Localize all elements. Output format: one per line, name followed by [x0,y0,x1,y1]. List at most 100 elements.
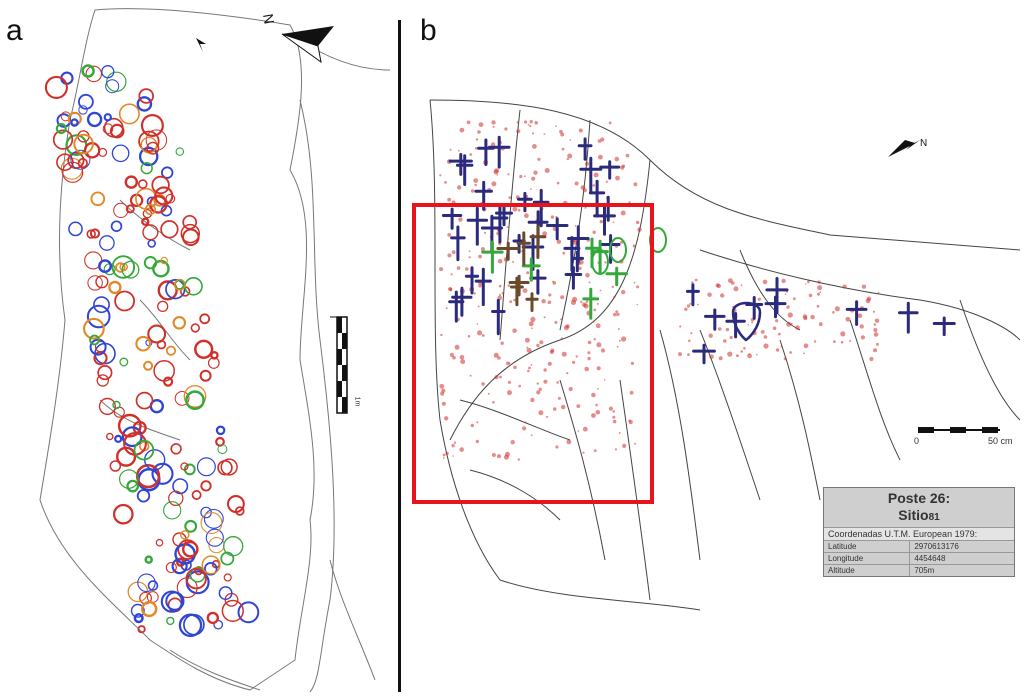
pigment-dot [539,340,544,345]
survey-ring-mark [191,490,202,500]
survey-ring-mark [199,313,211,325]
survey-ring-mark [168,490,184,506]
pigment-dot [513,298,516,302]
pigment-dot [617,328,620,330]
cross-figure-mark [448,290,465,323]
pigment-dot [613,295,616,299]
cross-figure-mark [605,266,628,287]
pigment-dot [566,439,572,445]
pigment-dot [566,372,569,375]
pigment-dot [757,297,761,301]
highlight-frame [412,203,654,504]
survey-ring-mark [137,625,146,634]
survey-ring-mark [190,323,201,333]
pigment-dot [781,278,786,284]
pigment-dot [708,333,713,338]
pigment-dot [508,196,512,200]
pigment-dot [775,319,779,323]
pigment-dot [840,340,844,344]
pigment-dot [481,334,485,337]
pigment-dot [460,359,466,365]
pigment-dot [531,176,536,181]
pigment-dot [527,369,530,373]
cross-figure-mark [564,266,583,290]
pigment-dot [687,353,690,356]
survey-ring-mark [160,590,184,613]
pigment-dot [450,289,453,292]
survey-ring-mark [151,462,174,485]
survey-ring-mark [160,166,174,179]
survey-ring-mark [157,300,169,313]
pigment-dot [857,313,863,319]
cross-figure-mark [692,343,716,365]
survey-ring-mark [73,133,94,155]
pigment-dot [778,332,781,336]
survey-ring-mark [157,280,178,301]
cross-figure-mark [582,287,600,320]
panel-label-a: a [6,14,23,47]
pigment-dot [447,233,452,237]
pigment-dot [556,381,559,384]
info-altitude-value: 705m [909,564,1014,576]
pigment-dot [449,352,454,357]
survey-ring-mark [182,214,198,230]
pigment-dot [874,318,880,323]
pigment-dot [845,316,851,322]
pigment-dot [587,356,591,361]
pigment-dot [530,397,535,403]
pigment-dot [543,368,547,372]
pigment-dot [877,291,880,294]
pigment-dot [453,441,457,444]
pigment-dot [501,292,505,295]
survey-ring-mark [126,479,140,493]
pigment-dot [574,181,579,186]
survey-ring-mark [181,540,199,558]
pigment-dot [543,316,546,319]
survey-ring-mark [220,551,235,566]
pigment-dot [518,384,521,388]
pigment-dot [807,280,810,284]
survey-ring-mark [196,457,216,477]
pigment-dot [747,353,752,359]
survey-ring-mark [119,469,139,489]
cross-figure-mark [496,241,520,261]
pigment-dot [595,323,601,329]
survey-ring-mark [210,350,219,360]
pigment-dot [517,209,521,212]
survey-ring-mark [113,503,134,525]
pigment-dot [817,285,823,291]
pigment-dot [634,442,637,445]
pigment-dot [629,390,634,395]
pigment-dot [444,181,447,184]
pigment-dot [547,361,552,366]
survey-ring-mark [105,79,120,94]
pigment-dot [595,410,601,415]
survey-ring-mark [163,501,182,520]
pigment-dot [475,138,479,141]
pigment-dot [468,256,471,259]
pigment-dot [543,133,546,136]
pigment-dot [690,332,693,335]
pigment-dot [478,122,484,127]
pigment-dot [528,321,534,327]
pigment-dot [599,219,603,224]
pigment-dot [861,284,867,289]
pigment-dot [450,273,453,276]
pigment-dot [507,284,511,287]
survey-ring-mark [109,460,122,472]
pigment-dot [504,127,508,131]
north-label-a: N [260,13,278,26]
survey-ring-mark [133,613,144,624]
pigment-dot [588,281,591,284]
survey-ring-mark [70,118,79,127]
cross-figure-mark [466,206,489,246]
survey-ring-mark [111,255,136,279]
pigment-dot [529,120,533,124]
pigment-dot [517,458,520,461]
pigment-dot [718,356,723,361]
pigment-dot [872,310,876,313]
pigment-dot [614,448,618,451]
survey-ring-mark [223,573,232,582]
pigment-dot [751,321,754,324]
pigment-dot [491,181,497,187]
